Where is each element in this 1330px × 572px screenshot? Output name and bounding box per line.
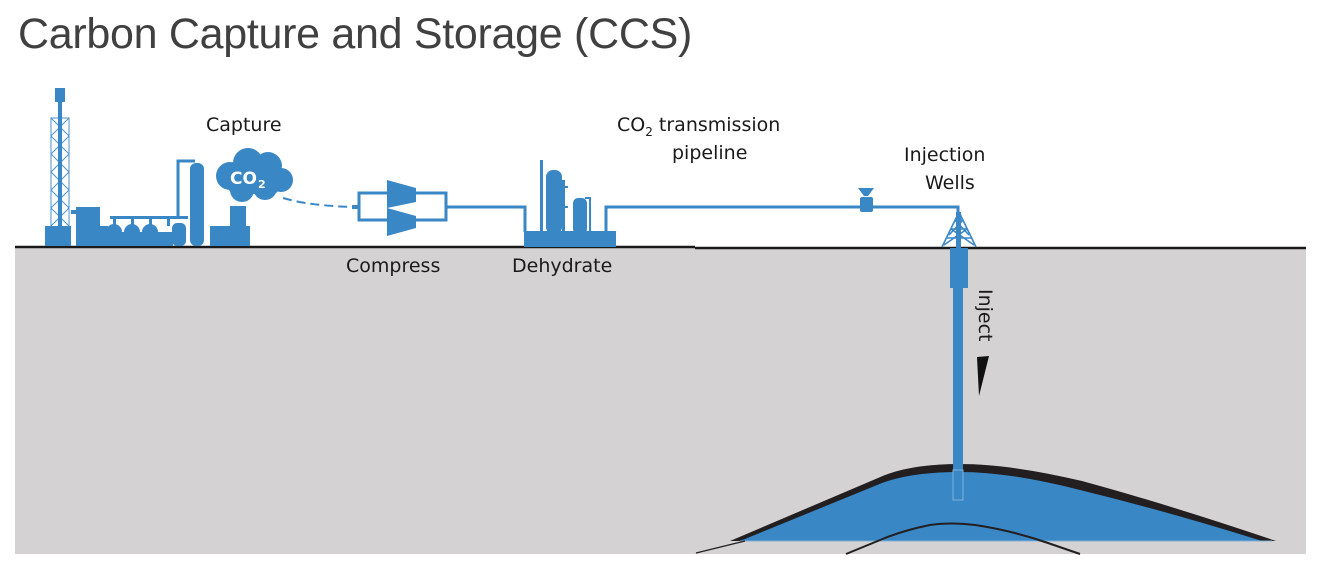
dehydrate-label: Dehydrate [512, 255, 612, 277]
injection-wells-label: Injection Wells [904, 144, 985, 194]
pipeline-label-co: CO [617, 114, 645, 136]
dehydrator-icon [524, 160, 616, 247]
capture-label: Capture [206, 114, 282, 136]
injection-derrick-icon [941, 211, 977, 248]
dashed-co2-flow-line [282, 197, 356, 208]
lower-arch-line [845, 522, 1081, 555]
pipeline-label-sub: 2 [645, 125, 653, 139]
pipeline-label-line2: pipeline [672, 142, 747, 164]
lower-strata-line [695, 540, 746, 554]
injection-label-line1: Injection [904, 144, 985, 166]
inject-label: Inject [974, 289, 996, 342]
svg-text:CO2 transmission: CO2 transmission [617, 114, 780, 139]
cap-rock-layer [730, 464, 1276, 541]
pipe-compress-to-dehydrate [446, 205, 527, 232]
inject-down-arrow [977, 356, 989, 396]
co2-cloud-icon: CO 2 [216, 148, 293, 202]
valve-icon [858, 188, 874, 212]
pipeline-label: CO2 transmission pipeline [617, 114, 780, 164]
compressor-icon [352, 180, 448, 236]
co2-cloud-label: CO [230, 169, 257, 189]
power-plant-icon [45, 88, 250, 246]
injection-well-pipe [950, 248, 968, 501]
injection-label-line2: Wells [925, 172, 975, 194]
co2-transmission-pipeline [604, 205, 960, 232]
compress-label: Compress [346, 255, 440, 277]
pipeline-label-rest: transmission [653, 114, 780, 136]
storage-reservoir [695, 464, 1276, 555]
page-title: Carbon Capture and Storage (CCS) [18, 10, 692, 58]
co2-cloud-subscript: 2 [258, 178, 266, 191]
